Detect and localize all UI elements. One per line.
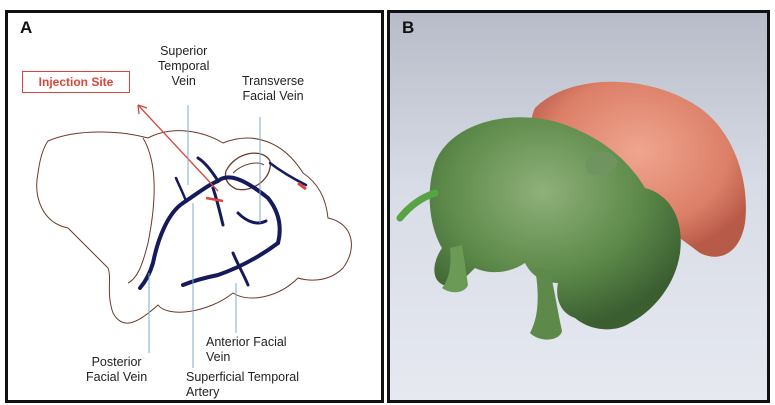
panel-b-photo: B (387, 10, 770, 403)
panel-b-letter: B (402, 18, 414, 38)
anterior-facial-vein-label: Anterior Facial Vein (206, 335, 287, 365)
posterior-facial-vein-line (140, 203, 183, 288)
panel-a-diagram: A Injection Site Superior Temporal Vein … (5, 10, 384, 403)
superior-temporal-vein-label: Superior Temporal Vein (158, 44, 209, 89)
posterior-facial-vein-label: Posterior Facial Vein (86, 355, 147, 385)
injection-site-label: Injection Site (22, 71, 130, 93)
head-outline (37, 131, 352, 323)
pups-photo (390, 13, 767, 400)
panel-a-letter: A (20, 18, 32, 38)
superficial-temporal-artery-label: Superficial Temporal Artery (186, 370, 299, 400)
anterior-facial-vein-line (183, 243, 278, 285)
injection-arrow (138, 105, 218, 191)
superior-temporal-vein-line (183, 177, 280, 243)
transverse-facial-vein-label: Transverse Facial Vein (242, 74, 304, 104)
